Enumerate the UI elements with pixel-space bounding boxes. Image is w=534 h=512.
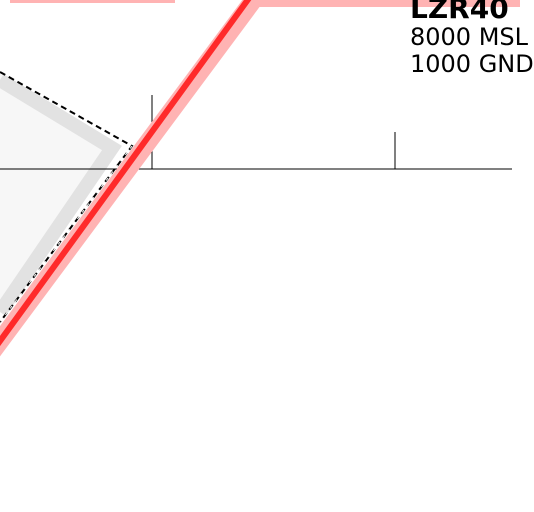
airspace-name: LZR40	[410, 0, 509, 25]
route-line	[0, 0, 252, 347]
airspace-lower-limit: 1000 GND	[410, 50, 534, 78]
map-canvas[interactable]	[0, 0, 520, 512]
zone-border	[0, 74, 122, 316]
airspace-label[interactable]: LZR40 8000 MSL 1000 GND	[410, 0, 534, 78]
airspace-upper-limit: 8000 MSL	[410, 23, 529, 51]
